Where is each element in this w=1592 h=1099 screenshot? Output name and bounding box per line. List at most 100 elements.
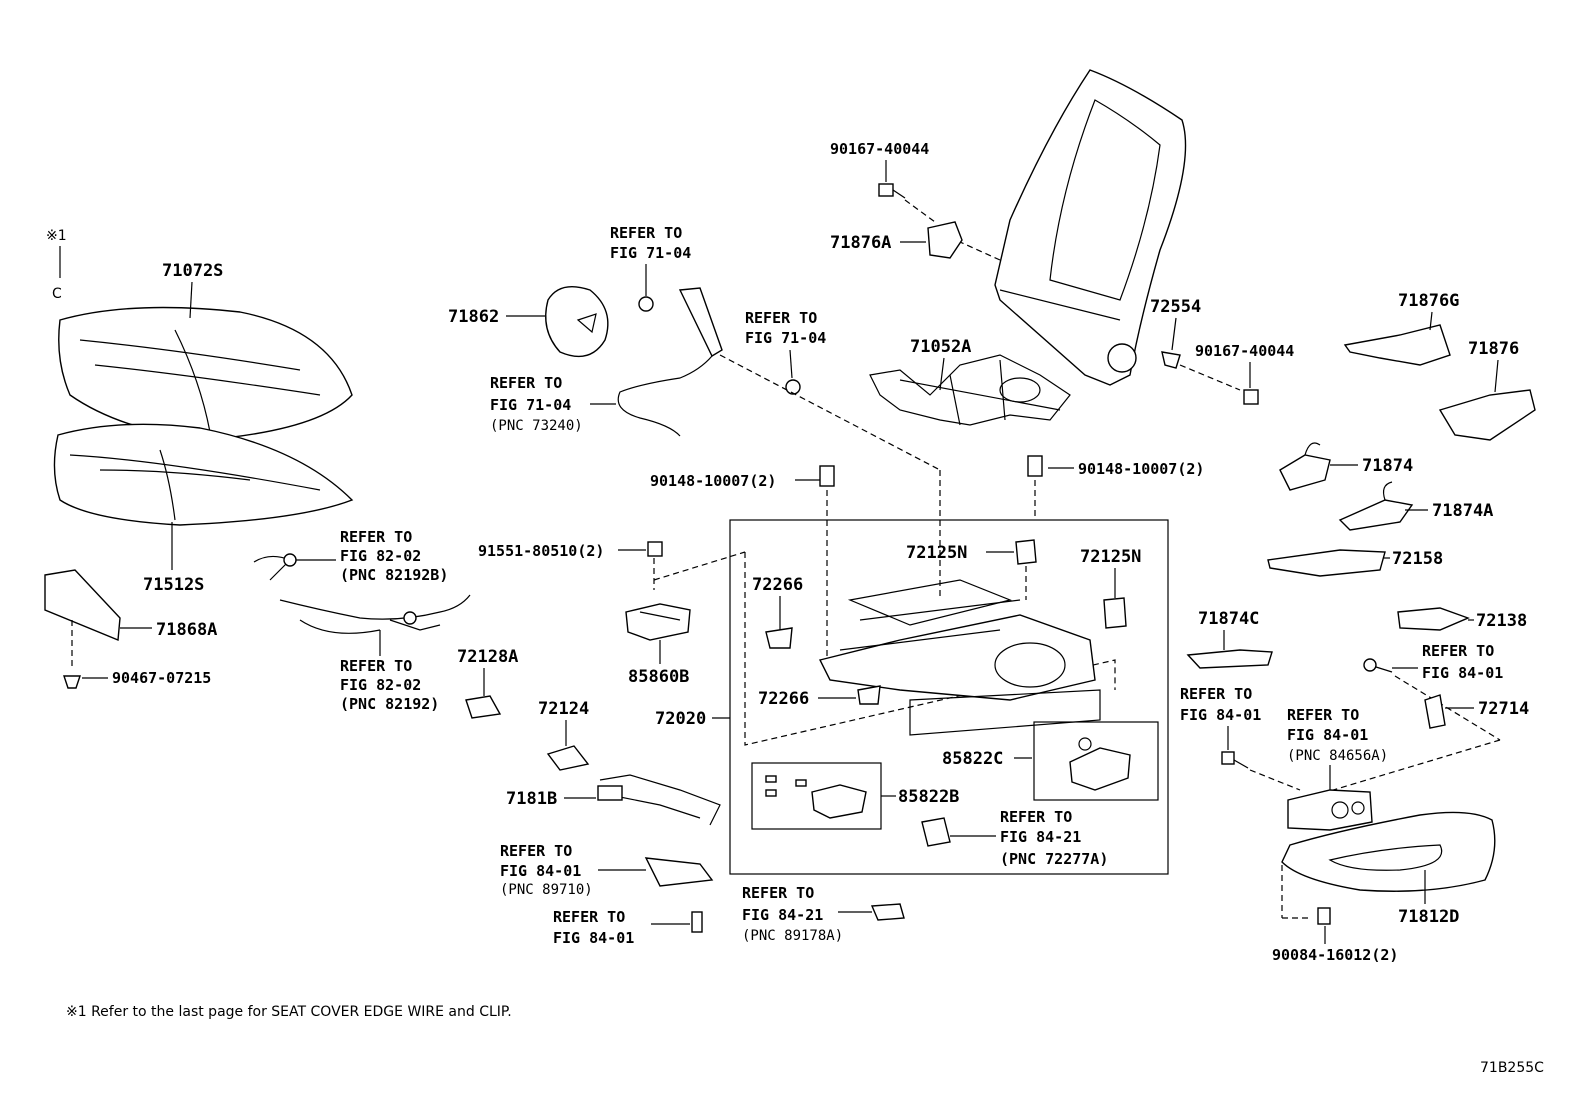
seat-back-frame[interactable] — [994, 69, 1187, 386]
bracket-72714[interactable] — [1424, 694, 1446, 729]
screw-icon-2 — [1221, 751, 1249, 769]
bracket-72554[interactable] — [1161, 351, 1181, 369]
ref-4-line2: FIG 82-02 — [340, 547, 421, 565]
clip-icon — [63, 675, 81, 689]
ref-6-line3: (PNC 89710) — [500, 882, 593, 898]
seat-side-shield-71812D[interactable] — [1281, 811, 1496, 892]
label-72554: 72554 — [1150, 297, 1201, 317]
label-90167-40044-right: 90167-40044 — [1195, 342, 1294, 360]
label-72124: 72124 — [538, 699, 589, 719]
ref-11-line2: FIG 84-01 — [1422, 664, 1503, 682]
seat-side-panel[interactable] — [44, 569, 121, 642]
bracket-71874A[interactable] — [1338, 481, 1414, 531]
sensor-89178A[interactable] — [870, 903, 905, 921]
bracket-72124[interactable] — [546, 745, 590, 771]
motor-box-85822C — [1033, 721, 1159, 801]
clip-72266-bot[interactable] — [857, 685, 881, 705]
note-clip-symbol: C — [52, 286, 62, 302]
bracket-72277A[interactable] — [921, 817, 951, 847]
label-71874C: 71874C — [1198, 609, 1259, 629]
wire-harness-73240[interactable] — [617, 287, 723, 437]
cover-71876[interactable] — [1438, 389, 1536, 441]
seat-cushion-cover[interactable] — [58, 306, 353, 441]
label-71862: 71862 — [448, 307, 499, 327]
ref-7-line2: FIG 84-01 — [553, 929, 634, 947]
label-72158: 72158 — [1392, 549, 1443, 569]
label-85822B: 85822B — [898, 787, 959, 807]
ref-8-line1: REFER TO — [742, 884, 814, 902]
motor-85822B[interactable] — [765, 775, 867, 819]
ref-5-line2: FIG 82-02 — [340, 676, 421, 694]
cover-72138[interactable] — [1397, 607, 1470, 631]
label-72138: 72138 — [1476, 611, 1527, 631]
ref-3-line2: FIG 71-04 — [490, 396, 571, 414]
label-71072S: 71072S — [162, 261, 223, 281]
label-7181B: 7181B — [506, 789, 557, 809]
label-72125N-right: 72125N — [1080, 547, 1141, 567]
ref-4-line3: (PNC 82192B) — [340, 566, 448, 584]
label-85822C: 85822C — [942, 749, 1003, 769]
bracket-72128A[interactable] — [465, 695, 502, 719]
ref-6-line1: REFER TO — [500, 842, 572, 860]
label-71874A: 71874A — [1432, 501, 1493, 521]
cover-72158[interactable] — [1267, 549, 1386, 577]
label-90148-10007-left: 90148-10007(2) — [650, 472, 776, 490]
ref-5-line1: REFER TO — [340, 657, 412, 675]
harness-7181B[interactable] — [597, 774, 721, 826]
grommet-icon — [638, 296, 654, 312]
clip-72125N-left[interactable] — [1015, 539, 1037, 565]
label-71876: 71876 — [1468, 339, 1519, 359]
screw-icon-3 — [1317, 907, 1331, 925]
wire-harness-82192B[interactable] — [253, 553, 297, 581]
footnote: ※1 Refer to the last page for SEAT COVER… — [66, 1004, 512, 1020]
ref-1-line1: REFER TO — [610, 224, 682, 242]
screw-icon-91551 — [647, 541, 663, 557]
label-85860B: 85860B — [628, 667, 689, 687]
ref-5-line3: (PNC 82192) — [340, 695, 439, 713]
clip-72125N-right[interactable] — [1103, 597, 1127, 629]
bolt-icon — [878, 183, 906, 199]
ref-9-line3: (PNC 72277A) — [1000, 850, 1108, 868]
label-71876G: 71876G — [1398, 291, 1459, 311]
label-90148-10007-right: 90148-10007(2) — [1078, 460, 1204, 478]
adjuster-assembly-box — [729, 519, 1169, 875]
wire-harness-82192[interactable] — [279, 594, 471, 634]
ref-3-line1: REFER TO — [490, 374, 562, 392]
clip-72266-top[interactable] — [765, 627, 793, 649]
bracket-71874[interactable] — [1279, 442, 1331, 491]
ref-11-line1: REFER TO — [1422, 642, 1494, 660]
ref-9-line2: FIG 84-21 — [1000, 828, 1081, 846]
motor-85822C[interactable] — [1069, 737, 1131, 791]
note-mark: ※1 — [46, 228, 67, 244]
seat-back-spring-71052A[interactable] — [869, 354, 1071, 426]
ref-7-line1: REFER TO — [553, 908, 625, 926]
label-90167-40044-top: 90167-40044 — [830, 140, 929, 158]
cover-71874C[interactable] — [1186, 649, 1273, 669]
screw-icon — [1363, 658, 1393, 673]
label-71512S: 71512S — [143, 575, 204, 595]
label-72714: 72714 — [1478, 699, 1529, 719]
label-71052A: 71052A — [910, 337, 971, 357]
shield-cover[interactable] — [545, 286, 609, 358]
ref-1-line2: FIG 71-04 — [610, 244, 691, 262]
ref-6-line2: FIG 84-01 — [500, 862, 581, 880]
label-91551-80510: 91551-80510(2) — [478, 542, 604, 560]
bolt-icon-center-right — [1027, 455, 1043, 477]
label-71868A: 71868A — [156, 620, 217, 640]
ref-10-line2: FIG 84-01 — [1180, 706, 1261, 724]
trim-cover-71876A[interactable] — [927, 221, 963, 259]
ref-12-line3: (PNC 84656A) — [1287, 748, 1388, 764]
ecu-89710[interactable] — [644, 857, 714, 887]
seat-position-sensor-85860B[interactable] — [625, 603, 691, 641]
label-71812D: 71812D — [1398, 907, 1459, 927]
ref-8-line2: FIG 84-21 — [742, 906, 823, 924]
ref-3-line3: (PNC 73240) — [490, 418, 583, 434]
seat-cushion-pad[interactable] — [53, 423, 354, 526]
ref-4-line1: REFER TO — [340, 528, 412, 546]
label-72020: 72020 — [655, 709, 706, 729]
label-71876A: 71876A — [830, 233, 891, 253]
switch-bezel[interactable] — [1287, 789, 1373, 831]
cover-71876G[interactable] — [1343, 324, 1451, 366]
ref-12-line2: FIG 84-01 — [1287, 726, 1368, 744]
seat-adjuster-72020[interactable] — [818, 579, 1101, 736]
